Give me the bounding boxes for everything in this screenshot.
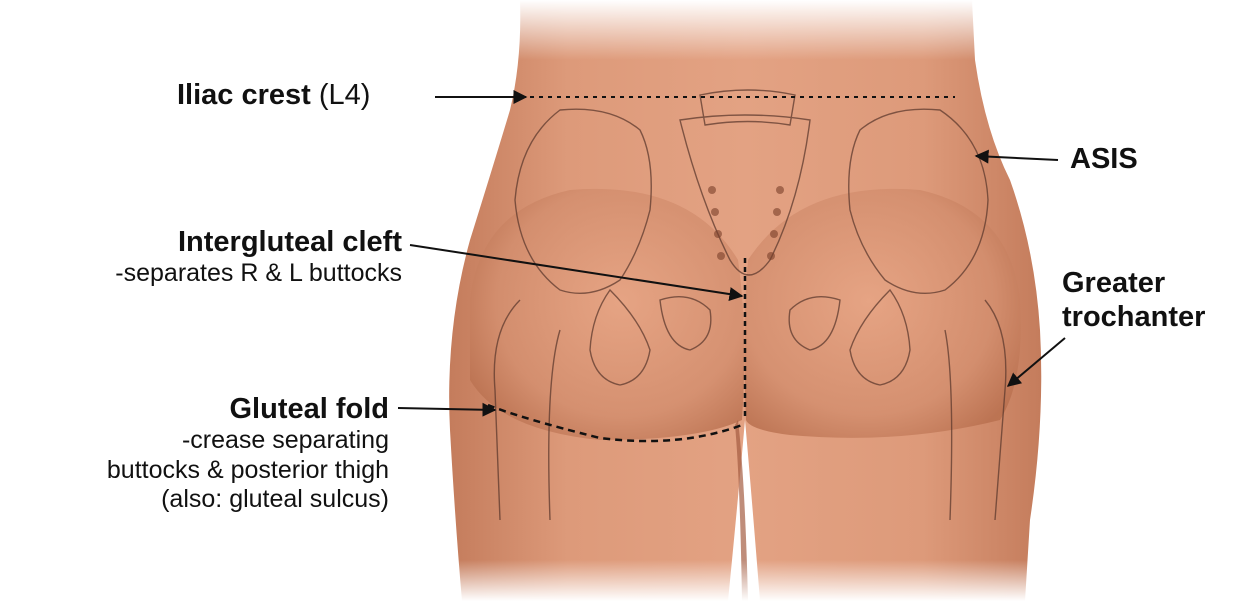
intergluteal-cleft-desc: -separates R & L buttocks [115, 259, 402, 289]
iliac-crest-label: Iliac crest (L4) [177, 78, 370, 112]
gluteal-fold-desc2: buttocks & posterior thigh [107, 456, 389, 486]
gluteal-fold-title: Gluteal fold [107, 392, 389, 426]
asis-label: ASIS [1070, 142, 1138, 176]
greater-trochanter-line1: Greater [1062, 266, 1205, 300]
left-buttock [470, 189, 744, 440]
gluteal-fold-desc3: (also: gluteal sulcus) [107, 485, 389, 515]
top-fade [480, 0, 1000, 60]
intergluteal-cleft-label: Intergluteal cleft -separates R & L butt… [115, 225, 402, 289]
greater-trochanter-label: Greater trochanter [1062, 266, 1205, 334]
greater-trochanter-line2: trochanter [1062, 300, 1205, 334]
iliac-crest-title: Iliac crest [177, 79, 311, 111]
gluteal-fold-label: Gluteal fold -crease separating buttocks… [107, 392, 389, 515]
intergluteal-cleft-title: Intergluteal cleft [115, 225, 402, 259]
gluteal-fold-desc1: -crease separating [107, 426, 389, 456]
bottom-fade [440, 560, 1060, 601]
asis-title: ASIS [1070, 143, 1138, 175]
iliac-crest-level: (L4) [319, 79, 371, 111]
right-buttock [744, 189, 1020, 438]
